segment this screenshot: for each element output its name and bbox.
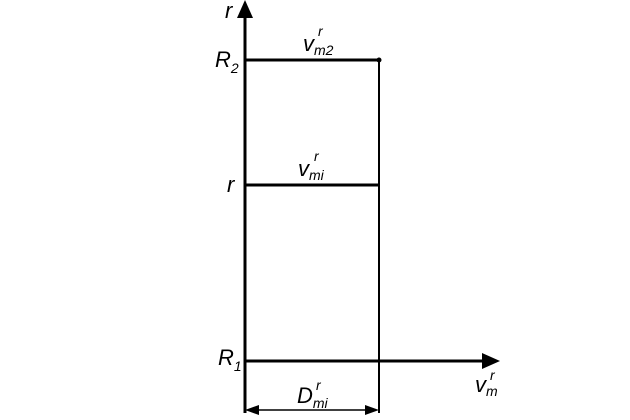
y-axis-label: r	[225, 0, 234, 23]
label-vmi-sup: r	[314, 148, 320, 164]
line-vm2-endpoint	[376, 57, 382, 63]
x-axis-label: vm	[475, 372, 498, 399]
tick-label-r2-base: R	[215, 47, 231, 72]
dimension-label-sub: mi	[313, 395, 329, 411]
label-vm2-base: v	[303, 31, 316, 56]
dimension-arrow-left	[245, 405, 259, 415]
dimension-label-sup: r	[316, 377, 322, 393]
x-axis-label-sup: r	[490, 367, 496, 383]
tick-label-r1: R1	[218, 345, 242, 374]
x-axis-arrow	[482, 353, 500, 369]
tick-label-r1-sub: 1	[234, 358, 242, 374]
label-vm2-sup: r	[318, 23, 324, 39]
label-vmi: vmi	[298, 156, 325, 183]
label-vm2: vm2	[303, 31, 334, 58]
tick-label-r2-sub: 2	[230, 60, 239, 76]
dimension-arrow-right	[365, 405, 379, 415]
label-vmi-base: v	[298, 156, 311, 181]
tick-label-r: r	[227, 172, 236, 197]
tick-label-r1-base: R	[218, 345, 234, 370]
label-vm2-sub: m2	[314, 42, 334, 58]
x-axis-label-sub: m	[486, 383, 498, 399]
dimension-label: Dmi	[297, 383, 329, 411]
tick-label-r2: R2	[215, 47, 239, 76]
label-vmi-sub: mi	[309, 167, 325, 183]
x-axis-label-base: v	[475, 372, 488, 397]
y-axis-arrow	[237, 0, 253, 18]
dimension-label-base: D	[297, 383, 313, 408]
